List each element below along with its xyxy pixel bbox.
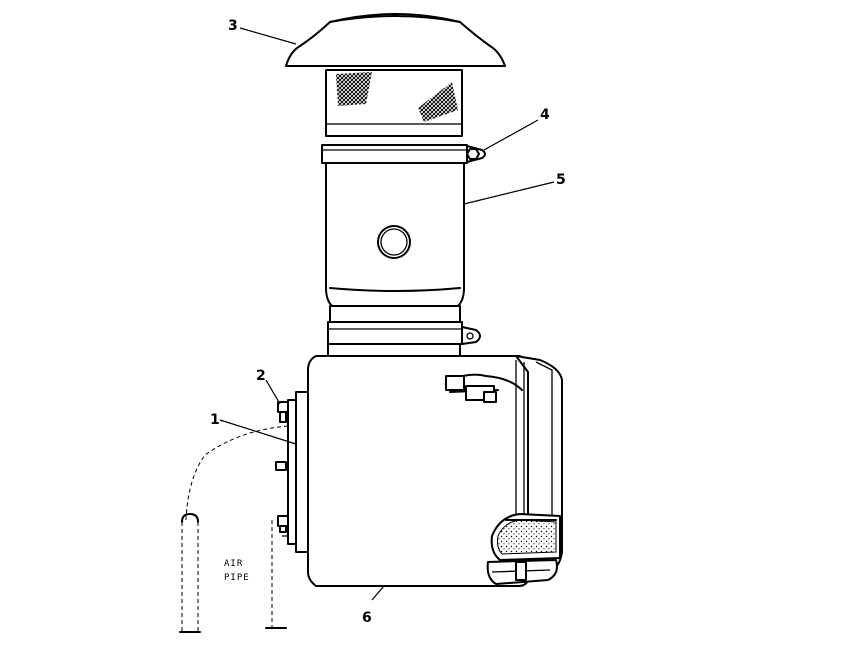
air-pipe-label-line2: PIPE — [224, 573, 250, 583]
air-pipe-label-line1: AIR — [224, 559, 243, 569]
callout-4: 4 — [540, 107, 550, 123]
callout-6: 6 — [362, 610, 372, 626]
callout-5: 5 — [556, 172, 566, 188]
leader-1 — [219, 419, 297, 445]
bolt-icon — [275, 461, 287, 471]
callout-3: 3 — [228, 18, 238, 34]
leader-3 — [239, 27, 297, 45]
leader-5 — [463, 181, 555, 205]
leader-2 — [265, 379, 281, 405]
leader-6 — [371, 585, 385, 601]
filter-housing — [307, 343, 563, 587]
hex-bolt-icon — [466, 148, 480, 160]
air-pipe — [179, 425, 289, 633]
screen-mesh-right — [418, 82, 458, 122]
callout-2: 2 — [256, 368, 266, 384]
precleaner-screen — [325, 69, 463, 137]
sight-port-icon — [377, 225, 411, 259]
leader-4 — [483, 119, 539, 151]
lower-clamp — [327, 305, 481, 345]
upper-clamp — [321, 144, 486, 164]
rain-cap — [285, 13, 506, 67]
screen-mesh-left — [336, 72, 372, 106]
callout-1: 1 — [210, 412, 220, 428]
inlet-flange — [275, 391, 309, 553]
dust-cup-body — [325, 162, 465, 307]
bolt-icon — [277, 515, 289, 527]
